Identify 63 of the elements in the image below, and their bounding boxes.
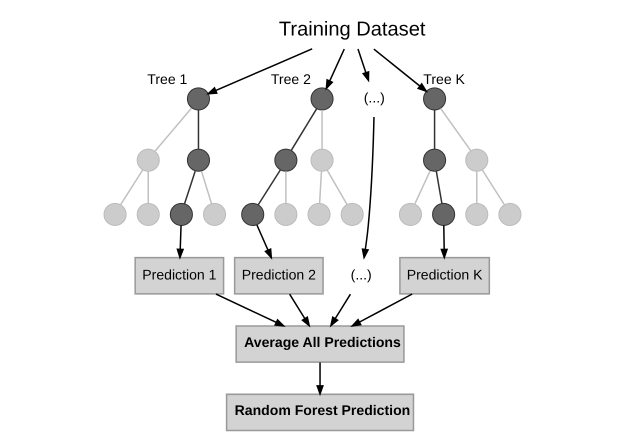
node-circle [274,202,298,226]
node-circle [136,202,160,226]
node-circle [465,202,488,226]
connector [414,170,431,204]
arrow [206,48,312,95]
node-circle [136,148,160,172]
connector [436,171,443,204]
arrow [316,362,324,396]
arrow [325,48,345,90]
node-circle [498,202,522,226]
arrow [330,294,352,328]
node-circle [423,148,446,172]
node-box: Prediction K [399,256,490,295]
connector [198,110,200,149]
node-circle [310,87,334,110]
node-circle [465,148,488,172]
node-circle [186,87,210,110]
node-circle [310,148,334,172]
node-circle [241,202,264,226]
node-circle [274,148,298,172]
connector [290,108,318,151]
arrow [256,224,272,260]
connector [154,108,192,152]
arrow [176,226,184,260]
arrow [373,48,428,93]
node-text: Training Dataset [278,18,426,41]
node-circle [432,202,456,226]
node-circle [202,202,226,226]
node-circle [170,202,193,226]
node-circle [423,87,446,110]
arrow [289,294,310,328]
node-circle [104,202,127,226]
node-circle [307,202,331,226]
connector [285,171,287,204]
node-circle [340,202,364,226]
connector [184,171,196,204]
arrow [216,293,286,327]
node-box: Prediction 1 [134,256,224,295]
node-text: (...) [350,266,372,282]
node-box: Average All Predictions [235,325,405,363]
connector [482,169,505,206]
arrow [440,226,448,260]
node-box: Random Forest Prediction [226,394,414,432]
node-label: Tree 2 [270,71,311,88]
connector [120,169,144,206]
connector [147,171,149,204]
arrow [362,117,375,260]
node-circle [186,148,210,172]
connector [200,171,212,204]
connector [258,169,282,206]
node-box: Prediction 2 [234,256,324,295]
connector [326,170,348,205]
connector [476,171,478,204]
connector [318,171,322,204]
connector [440,108,472,152]
node-label: Tree K [423,71,465,88]
arrow [357,48,370,83]
arrow [350,293,413,327]
connector [321,110,323,149]
node-circle [398,202,422,226]
node-text: (...) [364,90,385,106]
node-label: Tree 1 [147,71,188,88]
connector [434,110,436,149]
